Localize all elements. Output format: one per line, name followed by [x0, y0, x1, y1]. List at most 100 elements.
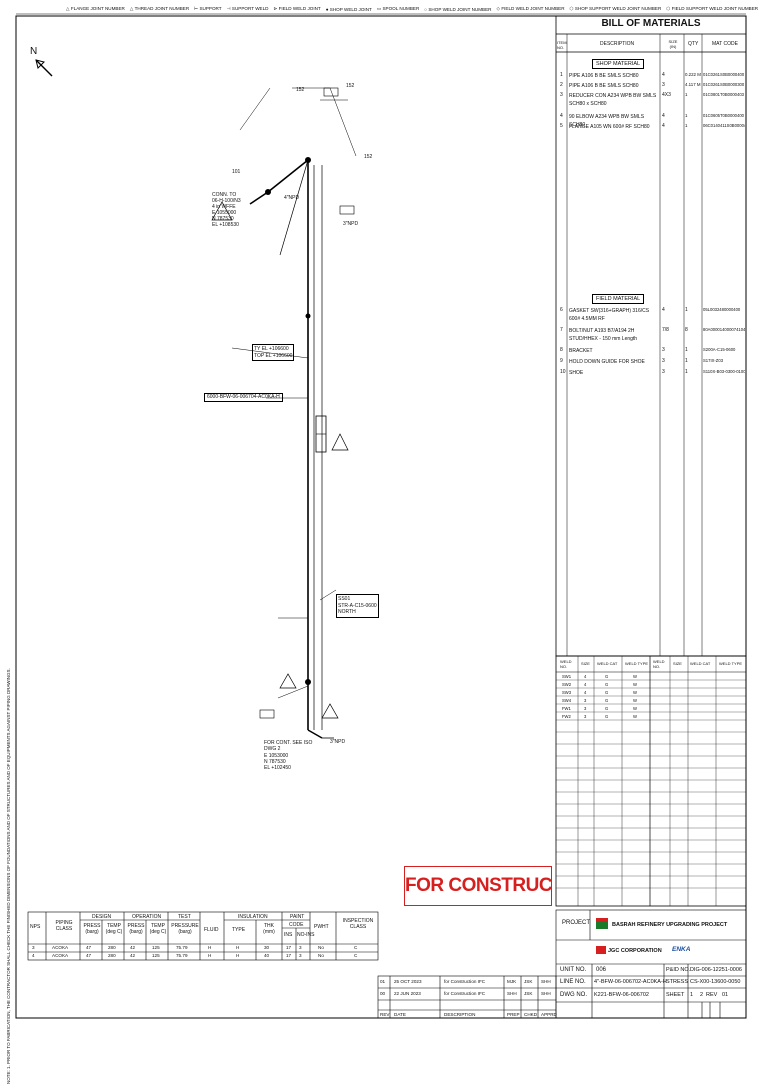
revision-header: DESCRIPTION: [444, 1012, 476, 1017]
bom-item-desc: 90 ELBOW A234 WPB BW SMLS SCH80: [569, 114, 645, 128]
circle-icon: ○: [424, 6, 428, 12]
design-cell: No: [318, 953, 324, 958]
design-cell: 4: [32, 953, 35, 958]
bom-item-qty: 1: [685, 113, 688, 118]
dt-header-nps: NPS: [30, 924, 41, 930]
line-tag: 6000-BFW-06-006704-AC0KA-H: [204, 393, 283, 402]
bom-item-desc: BRACKET: [569, 348, 593, 354]
dt-header-test-pressure: PRESSURE (barg): [171, 923, 199, 935]
bom-item-size: 4: [662, 113, 665, 119]
weld-no: SW3: [562, 690, 572, 695]
design-cell: 3: [299, 945, 302, 950]
revision-header: APPRD: [541, 1012, 557, 1017]
bom-item-desc: PIPE A106 B BE SMLS SCH80: [569, 83, 639, 89]
bom-item-no: 10: [560, 369, 566, 375]
diagonal-pipe: [267, 159, 309, 193]
legend-support: ⊢ SUPPORT: [194, 6, 222, 11]
company-logo-flag: [596, 918, 608, 929]
dt-header-design: DESIGN: [92, 914, 112, 920]
weld-header: WELD NO.: [560, 659, 572, 669]
revision-cell: JSK: [524, 979, 533, 984]
weld-header: WELD NO.: [653, 659, 665, 669]
weld-dot: [305, 679, 311, 685]
weld-cat: G: [605, 690, 609, 695]
bom-item-no: 3: [560, 92, 563, 98]
project-name: BASRAH REFINERY UPGRADING PROJECT: [612, 922, 728, 928]
design-cell: H: [236, 945, 240, 950]
title-block-grid: [377, 909, 747, 1019]
bom-item-no: 5: [560, 123, 563, 129]
weld-cat: G: [605, 714, 609, 719]
bom-item-desc: BOLT/NUT A193 B7/A194 2H STUD/HHEX - 150…: [569, 328, 638, 342]
design-cell: 75.79: [176, 953, 188, 958]
pid-label: P&ID NO.: [666, 967, 691, 973]
iso-label: 101: [232, 169, 241, 175]
design-cell: H: [208, 945, 212, 950]
weld-cat: G: [605, 706, 609, 711]
revision-cell: 01: [380, 979, 386, 984]
legend-shop-weld: ● SHOP WELD JOINT: [325, 6, 372, 12]
bom-item-desc: REDUCER CON A234 WPB BW SMLS SCH80 x SCH…: [569, 93, 657, 107]
hexagon-icon: ⬡: [569, 6, 574, 11]
design-cell: 30: [264, 945, 270, 950]
bom-header-item: ITEM NO.: [557, 40, 567, 50]
design-cell: H: [208, 953, 212, 958]
design-cell: ACOKA: [52, 953, 69, 958]
weld-no: SW1: [562, 674, 572, 679]
isometric-drawing: [211, 87, 357, 739]
revision-cell: 00: [380, 991, 386, 996]
dt-header-class: PIPING CLASS: [55, 920, 73, 932]
bom-item-size: 4: [662, 123, 665, 129]
bom-item-code: 01C0605T0B0000400: [703, 113, 744, 118]
weld-size: 4: [584, 682, 587, 687]
bom-item-qty: 1: [685, 123, 688, 128]
legend-shop-support-weld: ⬡ SHOP SUPPORT WELD JOINT NUMBER: [569, 6, 662, 11]
bom-header-mat: MAT CODE: [712, 41, 738, 47]
bom-item-no: 8: [560, 347, 563, 353]
weld-size: 3: [584, 706, 587, 711]
bom-item-desc: PIPE A106 B BE SMLS SCH80: [569, 73, 639, 79]
dt-header-press: PRESS (barg): [127, 923, 145, 935]
bom-title: BILL OF MATERIALS: [601, 18, 701, 29]
legend-bar: △ FLANGE JOINT NUMBER △ THREAD JOINT NUM…: [66, 4, 758, 14]
weld-size: 3: [584, 698, 587, 703]
unit-no-label: UNIT NO.: [560, 967, 587, 973]
legend-spool: ▭ SPOOL NUMBER: [376, 6, 420, 11]
weld-header: SIZE: [581, 661, 590, 666]
dt-header-code: CODE: [289, 922, 304, 928]
bom-item-size: 3: [662, 358, 665, 364]
dt-header-inspection: INSPECTION CLASS: [342, 918, 374, 930]
weld-type: W: [633, 698, 637, 703]
hexagon-icon: ⬡: [666, 6, 671, 11]
design-cell: 42: [130, 945, 136, 950]
weld-dot: [305, 313, 311, 319]
triangle-icon: △: [66, 6, 70, 11]
weld-dot: [265, 189, 271, 195]
weld-no: FW1: [562, 706, 571, 711]
weld-type: W: [633, 674, 637, 679]
revision-header: REV: [380, 1012, 390, 1017]
triangle-icon: △: [129, 6, 134, 11]
dt-header-ins: INS: [284, 932, 293, 938]
revision-cell: MJK: [507, 979, 517, 984]
design-cell: 17: [286, 953, 292, 958]
enka-company: ENKA: [672, 946, 691, 953]
revision-header: DATE: [394, 1012, 406, 1017]
iso-label: 152: [346, 83, 355, 89]
pid-no: DIG-006-12251-0006: [690, 967, 742, 973]
legend-thread-joint: △ THREAD JOINT NUMBER: [129, 6, 190, 11]
bom-item-qty: 1: [685, 92, 688, 97]
bom-item-size: 4: [662, 72, 665, 78]
dwg-no: K221-BFW-06-006702: [594, 992, 649, 998]
weld-cat: G: [605, 674, 609, 679]
design-cell: H: [236, 953, 240, 958]
revision-header: PREP: [507, 1012, 520, 1017]
weld-cat: G: [605, 682, 609, 687]
bom-item-no: 4: [560, 113, 563, 119]
for-construction-stamp: FOR CONSTRUCTION: [404, 866, 552, 906]
design-cell: 3: [32, 945, 35, 950]
weld-header: WELD CAT: [597, 661, 618, 666]
design-cell: 42: [130, 953, 136, 958]
bom-item-no: 9: [560, 358, 563, 364]
bom-item-qty: 1: [685, 358, 688, 364]
